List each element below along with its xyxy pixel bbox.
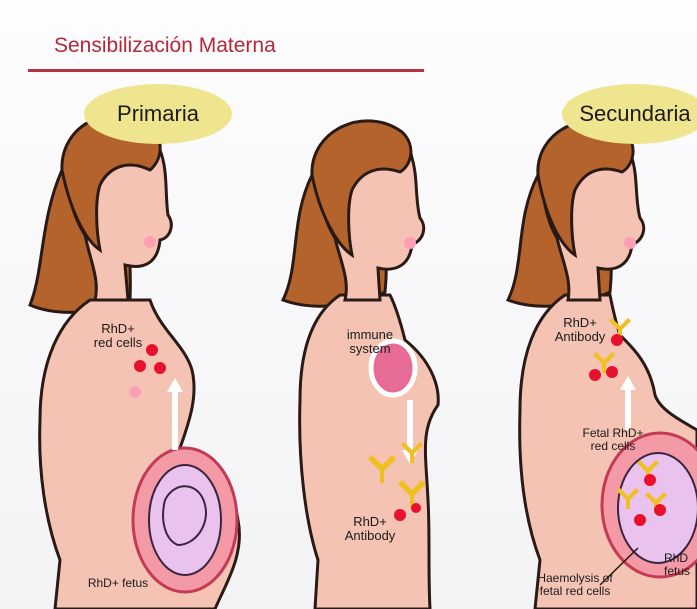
red-cell [606,366,618,378]
label-rhd-red-cells: RhD+ red cells [68,322,168,349]
red-cell [634,514,646,526]
label-rhd-antibody-3: RhD+ Antibody [540,316,620,343]
red-cell [644,474,656,486]
label-rhd-fetus-1: RhD+ fetus [62,577,174,590]
label-immune-system: immune system [330,328,410,355]
red-cell [589,369,601,381]
red-cell [129,386,141,398]
stage-primary-oval: Primaria [84,84,232,144]
red-cell [654,504,666,516]
stage-secondary-label: Secundaria [579,101,690,127]
diagram-title: Sensibilización Materna [54,34,276,58]
fetus-1 [149,465,221,575]
label-haemolysis: Haemolysis of fetal red cells [520,572,630,597]
label-rhd-fetus-3: RhD fetus [664,552,697,577]
title-underline [28,69,424,72]
label-fetal-red-cells: Fetal RhD+ red cells [565,427,661,452]
red-cell [134,360,146,372]
label-rhd-antibody-2: RhD+ Antibody [330,515,410,542]
red-cell [154,362,166,374]
stage-primary-label: Primaria [117,101,199,127]
red-cell [411,503,421,513]
stage-secondary-oval: Secundaria [562,84,697,144]
